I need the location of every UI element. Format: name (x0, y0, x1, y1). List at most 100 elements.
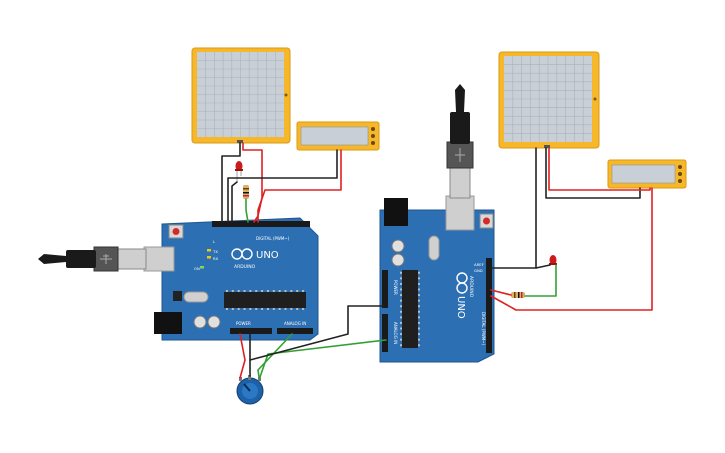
multimeter-left-display (300, 126, 369, 146)
resistor-right[interactable] (511, 292, 525, 298)
chip-pin (418, 277, 420, 280)
wire-green-pot-a0-right[interactable] (259, 339, 387, 378)
chip-pin (400, 310, 402, 313)
wires (221, 142, 653, 379)
chip-pin (249, 308, 252, 310)
wire-black-scope-left-gnd[interactable] (221, 142, 241, 223)
chip-pin (418, 299, 420, 302)
potentiometer[interactable] (236, 375, 264, 405)
left-digital-label: DIGITAL (PWM~) (256, 236, 290, 241)
chip-pin (418, 344, 420, 347)
chip-pin (400, 277, 402, 280)
chip-pin (290, 308, 293, 310)
left-usb-port[interactable] (143, 246, 175, 272)
wire-green-led-resistor-right[interactable] (524, 264, 557, 297)
chip-pin (302, 308, 305, 310)
left-power-jack[interactable] (154, 312, 182, 334)
resistor-icon (511, 292, 525, 298)
right-digital-header[interactable] (486, 258, 492, 353)
left-atmega-chip (224, 292, 306, 308)
arduino-uno-left[interactable]: UNO ARDUINO DIGITAL (PWM~) POWER ANALOG … (143, 217, 319, 341)
resistor-left[interactable] (243, 185, 249, 199)
wire-green-resistor-left[interactable] (245, 198, 249, 223)
right-aref-label: AREF (474, 262, 484, 267)
chip-pin (302, 290, 305, 292)
chip-pin (237, 308, 240, 310)
chip-pin (418, 310, 420, 313)
left-rx-label: RX (213, 256, 219, 261)
left-analog-label: ANALOG IN (284, 321, 306, 326)
right-analog-header[interactable] (382, 314, 388, 352)
chip-pin (400, 333, 402, 336)
right-usb-port[interactable] (445, 195, 475, 231)
chip-pin (249, 290, 252, 292)
left-analog-header[interactable] (277, 328, 313, 334)
right-power-header[interactable] (382, 270, 388, 308)
left-reset-button[interactable] (172, 228, 180, 235)
wire-black-gnd-right[interactable] (490, 147, 537, 269)
left-digital-header[interactable] (212, 221, 310, 227)
chip-pin (243, 308, 246, 310)
chip-pin (418, 338, 420, 341)
chip-pin (400, 294, 402, 297)
resistor-icon (243, 185, 249, 199)
left-power-header[interactable] (230, 328, 272, 334)
chip-pin (400, 327, 402, 330)
multimeter-left[interactable] (296, 121, 380, 151)
usb-cable-right[interactable] (446, 84, 474, 199)
usb-plug-icon (100, 254, 112, 264)
left-on-label: ON (194, 266, 200, 271)
chip-pin (400, 316, 402, 319)
chip-pin (266, 290, 269, 292)
chip-pin (400, 288, 402, 291)
usb-cable-left[interactable] (38, 246, 147, 272)
led-right[interactable] (549, 255, 557, 265)
right-board-brand: ARDUINO (468, 276, 474, 298)
chip-pin (231, 308, 234, 310)
wire-black-gnd-between-boards[interactable] (249, 305, 384, 361)
chip-pin (255, 290, 258, 292)
right-reset-button[interactable] (483, 217, 490, 225)
wire-red-meter-right-pin[interactable] (490, 187, 653, 311)
chip-pin (418, 327, 420, 330)
chip-pin (400, 321, 402, 324)
wire-black-led-right[interactable] (535, 264, 551, 269)
wire-red-pot-5v[interactable] (239, 333, 246, 379)
left-board-brand: ARDUINO (234, 264, 256, 270)
chip-pin (225, 308, 228, 310)
chip-pin (296, 290, 299, 292)
multimeter-left-knob-icon (371, 141, 375, 145)
led-left[interactable] (235, 161, 243, 182)
right-digital-label: DIGITAL (PWM~) (481, 312, 486, 346)
left-power-label: POWER (236, 321, 251, 326)
wire-red-resistor-pin-right[interactable] (490, 289, 512, 296)
oscilloscope-right-connector-icon (593, 97, 597, 101)
right-board-model: UNO (455, 296, 466, 319)
left-l-label: L (213, 239, 216, 244)
chip-pin (278, 290, 281, 292)
chip-pin (418, 305, 420, 308)
chip-pin (290, 290, 293, 292)
wire-green-pot-a0-left[interactable] (257, 333, 293, 378)
right-atmega-chip (402, 270, 418, 348)
led-icon (235, 161, 243, 171)
wire-black-led-left[interactable] (231, 181, 238, 223)
right-power-jack[interactable] (384, 198, 408, 226)
multimeter-right[interactable] (607, 159, 687, 189)
chip-pin (266, 308, 269, 310)
oscilloscope-left[interactable] (191, 47, 291, 144)
wire-red-meter-left[interactable] (257, 149, 342, 223)
usb-plug-icon (455, 148, 465, 162)
oscilloscope-right[interactable] (498, 51, 600, 149)
chip-pin (261, 308, 264, 310)
potentiometer-knob-icon (236, 375, 264, 405)
oscilloscope-left-grid (197, 52, 284, 137)
chip-pin (418, 316, 420, 319)
wire-red-scope-right-meter[interactable] (548, 147, 651, 191)
multimeter-left-knob-icon (371, 134, 375, 138)
chip-pin (284, 290, 287, 292)
arduino-uno-right[interactable]: UNO ARDUINO DIGITAL (PWM~) POWER ANALOG … (379, 195, 495, 363)
wire-black-meter-left-gnd[interactable] (227, 149, 338, 223)
wire-black-scope-right-gnd[interactable] (545, 147, 641, 199)
